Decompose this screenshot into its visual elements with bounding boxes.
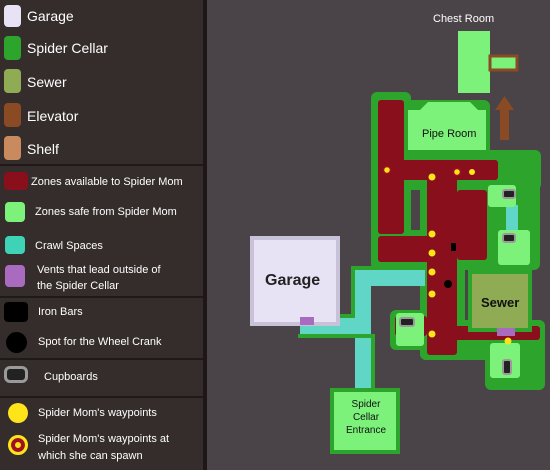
chest-room-label: Chest Room bbox=[433, 13, 495, 25]
entrance-room-shape bbox=[334, 392, 396, 450]
entrance-label-line1: Spider bbox=[351, 399, 381, 410]
legend-item-cupboards: Cupboards bbox=[0, 360, 203, 396]
legend-separator bbox=[0, 164, 203, 166]
map-area: Chest Room Pipe Room Garage Sewer Spider… bbox=[207, 0, 550, 470]
entrance-room-border bbox=[330, 388, 400, 454]
waypoint bbox=[428, 249, 436, 257]
legend-label-crank: Spot for the Wheel Crank bbox=[38, 336, 162, 348]
legend-label-crawl: Crawl Spaces bbox=[35, 240, 103, 252]
spider-mom-waypoints bbox=[382, 165, 512, 345]
legend-item-zones-safe: Zones safe from Spider Mom bbox=[0, 197, 203, 230]
iron-bars bbox=[451, 243, 456, 251]
legend-item-crawl: Crawl Spaces bbox=[0, 230, 203, 260]
legend-label-spider-cellar: Spider Cellar bbox=[27, 40, 108, 56]
garage-swatch bbox=[4, 5, 21, 27]
waypoint-swatch bbox=[8, 403, 28, 423]
crawl-space-swatch bbox=[5, 236, 25, 254]
wheel-crank-spot bbox=[444, 280, 452, 288]
sewer-label: Sewer bbox=[481, 295, 520, 310]
map-drawing bbox=[250, 31, 545, 454]
legend-label-garage: Garage bbox=[27, 8, 74, 24]
legend-label-waypoints: Spider Mom's waypoints bbox=[38, 407, 157, 419]
pipe-room-shape bbox=[408, 102, 486, 150]
legend-label-shelf: Shelf bbox=[27, 141, 59, 157]
vent-swatch bbox=[5, 265, 25, 287]
legend-item-spider-cellar: Spider Cellar bbox=[0, 33, 203, 65]
chest-room-shelf bbox=[488, 54, 519, 72]
legend-separator bbox=[0, 396, 203, 398]
legend-divider bbox=[203, 0, 207, 470]
wheel-crank-swatch bbox=[6, 332, 27, 353]
legend-item-garage: Garage bbox=[0, 0, 203, 33]
legend-label-cupboards: Cupboards bbox=[44, 371, 98, 383]
legend-item-bars: Iron Bars bbox=[0, 298, 203, 328]
shelf-swatch bbox=[4, 136, 21, 160]
legend-item-vents: Vents that lead outside of the Spider Ce… bbox=[0, 260, 203, 296]
spawn-waypoint-swatch bbox=[8, 435, 28, 455]
safe-rooms bbox=[334, 31, 530, 450]
waypoint bbox=[428, 268, 436, 276]
legend-item-crank: Spot for the Wheel Crank bbox=[0, 328, 203, 358]
legend-item-sewer: Sewer bbox=[0, 65, 203, 99]
cupboards bbox=[399, 189, 516, 375]
spider-mom-zones bbox=[378, 100, 540, 355]
garage-label: Garage bbox=[265, 272, 321, 289]
waypoint bbox=[504, 337, 512, 345]
waypoint bbox=[428, 173, 436, 181]
spawn-waypoint bbox=[382, 165, 392, 175]
legend-separator bbox=[0, 358, 203, 360]
danger-zone-swatch bbox=[4, 172, 28, 190]
legend-panel: Garage Spider Cellar Sewer Elevator Shel… bbox=[0, 0, 203, 470]
entrance-label: Spider Cellar Entrance bbox=[335, 398, 397, 437]
sewer-swatch bbox=[4, 69, 21, 93]
legend-label-spawn-line1: Spider Mom's waypoints at bbox=[38, 433, 170, 445]
safe-zone-swatch bbox=[5, 202, 25, 222]
legend-item-zones-spider: Zones available to Spider Mom bbox=[0, 167, 203, 197]
waypoint bbox=[428, 230, 436, 238]
legend-item-elevator: Elevator bbox=[0, 99, 203, 132]
entrance-label-line2: Cellar bbox=[352, 412, 380, 423]
elevator-swatch bbox=[4, 103, 21, 127]
legend-item-spawn: Spider Mom's waypoints at which she can … bbox=[0, 428, 203, 470]
legend-label-bars: Iron Bars bbox=[38, 306, 83, 318]
cupboard-swatch bbox=[4, 366, 28, 383]
pipe-room-label: Pipe Room bbox=[422, 128, 477, 140]
legend-item-shelf: Shelf bbox=[0, 132, 203, 164]
legend-label-vents-line1: Vents that lead outside of bbox=[37, 264, 161, 276]
waypoint bbox=[428, 290, 436, 298]
entrance-label-line3: Entrance bbox=[345, 425, 387, 436]
iron-bars-swatch bbox=[4, 302, 28, 322]
legend-label-zones-safe: Zones safe from Spider Mom bbox=[35, 206, 177, 218]
legend-label-elevator: Elevator bbox=[27, 108, 79, 124]
elevator-arrow bbox=[495, 96, 514, 140]
legend-label-sewer: Sewer bbox=[27, 74, 67, 90]
legend-item-waypoints: Spider Mom's waypoints bbox=[0, 398, 203, 428]
legend-label-spawn-line2: which she can spawn bbox=[38, 450, 143, 462]
spider-cellar-swatch bbox=[4, 36, 21, 60]
spawn-waypoint bbox=[452, 167, 462, 177]
garage-room-shape bbox=[250, 236, 340, 326]
legend-separator bbox=[0, 296, 203, 298]
chest-room-shape bbox=[458, 31, 490, 93]
waypoint bbox=[469, 169, 475, 175]
sewer-room-shape bbox=[468, 270, 532, 332]
legend-label-vents-line2: the Spider Cellar bbox=[37, 280, 119, 292]
waypoint bbox=[428, 330, 436, 338]
vents bbox=[300, 317, 515, 336]
legend-label-zones-spider: Zones available to Spider Mom bbox=[31, 176, 183, 188]
